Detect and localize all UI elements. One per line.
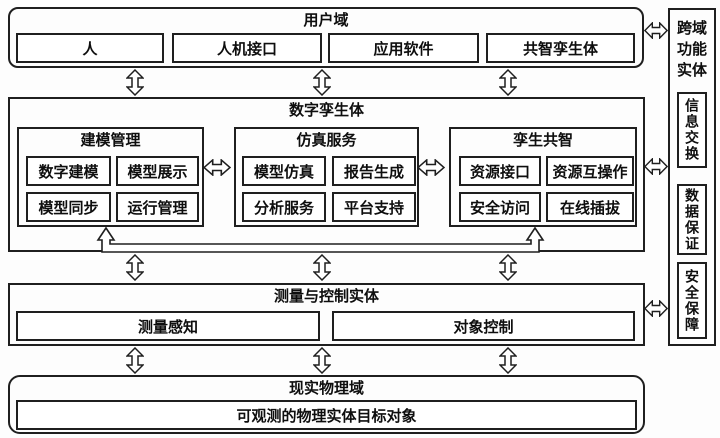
user-domain-item-hmi: 人机接口 xyxy=(172,33,322,63)
user-domain-box: 用户域 人 人机接口 应用软件 共智孪生体 xyxy=(8,7,644,68)
simulation-service-box: 仿真服务 模型仿真 报告生成 分析服务 平台支持 xyxy=(234,127,419,227)
modeling-management-title: 建模管理 xyxy=(80,132,141,149)
measure-control-box: 测量与控制实体 测量感知 对象控制 xyxy=(8,283,645,346)
item-data-assurance: 数据保证 xyxy=(677,184,707,255)
item-model-display: 模型展示 xyxy=(116,156,199,186)
item-observable-physical-entity: 可观测的物理实体目标对象 xyxy=(16,400,637,430)
left-right-arrow-icon xyxy=(644,22,668,39)
up-down-arrow-icon xyxy=(126,69,144,96)
item-object-control: 对象控制 xyxy=(332,311,635,341)
up-down-arrow-icon xyxy=(126,254,144,281)
item-operation-management: 运行管理 xyxy=(116,192,199,222)
up-down-arrow-icon xyxy=(499,69,517,96)
left-right-arrow-icon xyxy=(417,159,445,176)
up-down-arrow-icon xyxy=(313,347,331,374)
item-platform-support: 平台支持 xyxy=(332,192,416,222)
digital-twin-box: 数字孪生体 建模管理 数字建模 模型展示 模型同步 运行管理 仿真服务 模型仿真… xyxy=(8,97,645,253)
left-right-arrow-icon xyxy=(203,159,231,176)
cross-domain-title: 跨域功能实体 xyxy=(676,20,707,79)
item-digital-modeling: 数字建模 xyxy=(26,156,111,186)
item-model-simulation: 模型仿真 xyxy=(242,156,326,186)
item-analysis-service: 分析服务 xyxy=(242,192,326,222)
item-measurement-perception: 测量感知 xyxy=(16,311,320,341)
up-down-arrow-icon xyxy=(313,254,331,281)
digital-twin-title: 数字孪生体 xyxy=(288,102,364,119)
user-domain-item-apps: 应用软件 xyxy=(328,33,479,63)
item-report-generation: 报告生成 xyxy=(332,156,416,186)
item-model-sync: 模型同步 xyxy=(26,192,111,222)
item-online-plug: 在线插拔 xyxy=(546,192,634,222)
item-security-assurance: 安全保障 xyxy=(677,262,707,339)
user-domain-item-co-twin: 共智孪生体 xyxy=(486,33,635,63)
item-resource-interface: 资源接口 xyxy=(459,156,541,186)
twin-co-intelligence-box: 孪生共智 资源接口 资源互操作 安全访问 在线插拔 xyxy=(449,127,637,227)
up-down-arrow-icon xyxy=(313,69,331,96)
simulation-service-title: 仿真服务 xyxy=(296,132,357,149)
user-domain-title: 用户域 xyxy=(303,12,349,29)
item-secure-access: 安全访问 xyxy=(459,192,541,222)
user-domain-item-human: 人 xyxy=(16,33,164,63)
modeling-management-box: 建模管理 数字建模 模型展示 模型同步 运行管理 xyxy=(17,127,204,227)
cross-domain-box: 跨域功能实体 信息交换 数据保证 安全保障 xyxy=(668,8,716,346)
measure-control-title: 测量与控制实体 xyxy=(273,288,379,305)
item-information-exchange: 信息交换 xyxy=(677,92,707,168)
up-down-arrow-icon xyxy=(126,347,144,374)
feedback-loop-arrow-icon xyxy=(92,224,552,258)
physical-domain-title: 现实物理域 xyxy=(288,380,364,397)
left-right-arrow-icon xyxy=(644,300,668,317)
up-down-arrow-icon xyxy=(499,254,517,281)
left-right-arrow-icon xyxy=(644,158,668,175)
twin-co-intelligence-title: 孪生共智 xyxy=(512,132,573,149)
item-resource-interoperation: 资源互操作 xyxy=(546,156,634,186)
physical-domain-box: 现实物理域 可观测的物理实体目标对象 xyxy=(8,375,645,434)
up-down-arrow-icon xyxy=(499,347,517,374)
